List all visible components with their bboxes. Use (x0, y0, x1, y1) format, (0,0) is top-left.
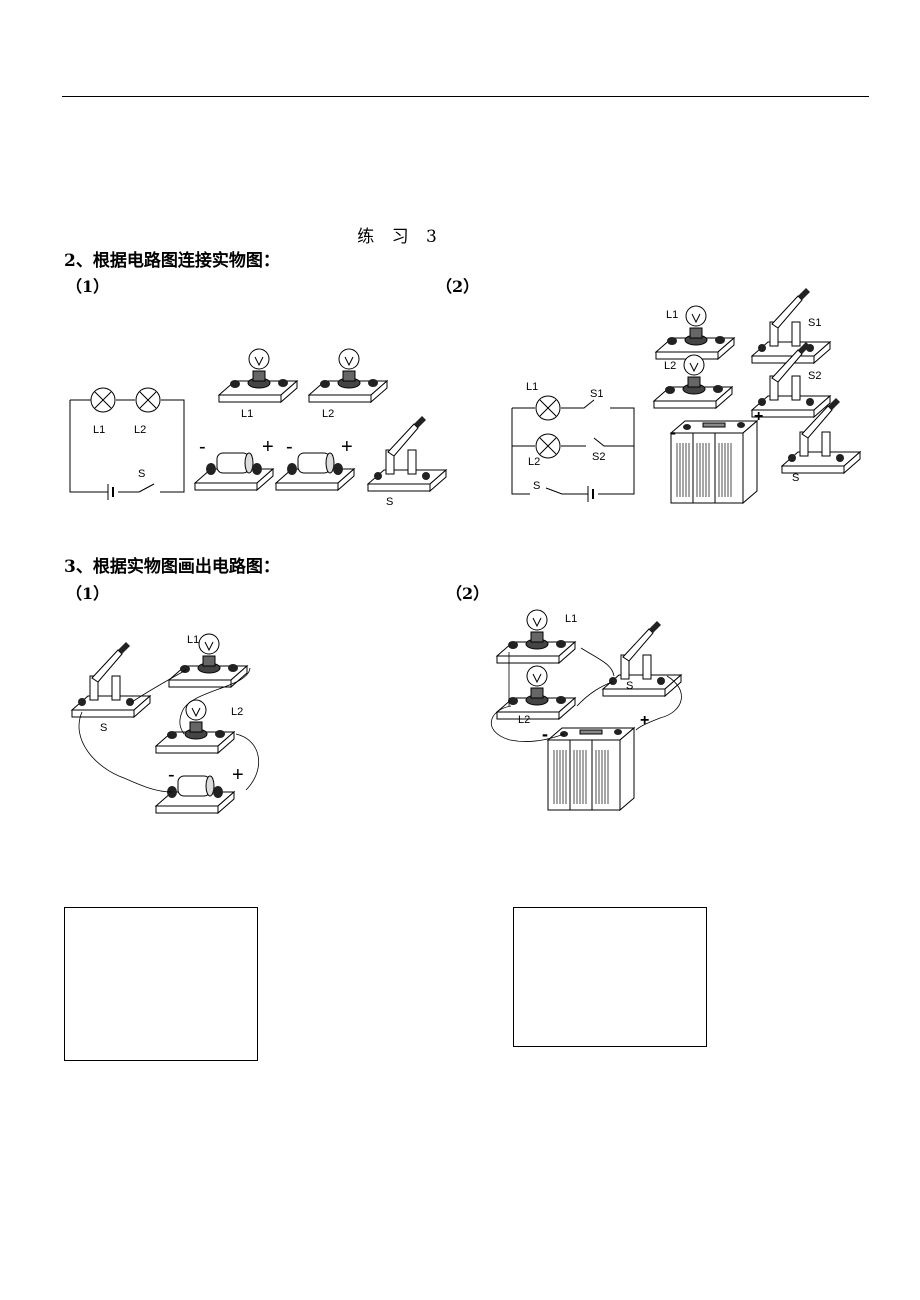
q2-2-diagram-s1-label: S1 (590, 388, 604, 400)
q3-2-component-s-label: S (626, 680, 634, 692)
q3-1-component-l1-label: L1 (187, 634, 200, 646)
q3-2-component-l1-label: L1 (565, 613, 578, 625)
q2-2-component-l1-label: L1 (666, 309, 679, 321)
q2-1-component-l1-label: L1 (241, 408, 254, 420)
question-3-part-2-label: （2） (446, 584, 490, 603)
q2-1-diagram-l2-label: L2 (134, 424, 147, 436)
q3-1-component-l2-label: L2 (231, 706, 244, 718)
page-title: 练 习 3 (357, 227, 443, 247)
q2-2-diagram-s2-label: S2 (592, 451, 606, 463)
q2-1-cell-1-plus-label: + (262, 436, 274, 458)
q3-1-component-s-label: S (100, 722, 108, 734)
q3-1-cell-plus-label: + (232, 764, 244, 786)
question-3-heading: 3、根据实物图画出电路图： (64, 557, 280, 577)
q2-1-component-s-label: S (386, 496, 394, 508)
q2-2-component-s-label: S (792, 472, 800, 484)
q2-2-battery-plus-label: + (754, 408, 764, 425)
q2-1-diagram-s-label: S (138, 468, 146, 480)
q2-1-component-l2-label: L2 (322, 408, 335, 420)
answer-box-q3-2[interactable] (513, 907, 707, 1047)
q2-2-component-l2-label: L2 (664, 360, 677, 372)
q2-2-component-s2-label: S2 (808, 370, 822, 382)
q2-2-diagram-l1-label: L1 (526, 381, 539, 393)
q2-1-cell-2-plus-label: + (341, 436, 353, 458)
q2-1-cell-1-minus-label: - (199, 436, 206, 458)
q2-1-diagram-l1-label: L1 (93, 424, 106, 436)
question-3-part-1-label: （1） (66, 584, 110, 603)
header-rule (62, 96, 869, 97)
q3-2-battery-minus-label: - (542, 724, 548, 744)
question-2-part-2-label: （2） (436, 277, 480, 296)
q3-1-cell-minus-label: - (168, 764, 175, 786)
question-2-heading: 2、根据电路图连接实物图： (64, 251, 280, 271)
q2-2-diagram-s-label: S (533, 480, 541, 492)
q2-2-battery-minus-label: - (670, 422, 676, 442)
q3-2-battery-plus-label: + (640, 712, 650, 729)
q2-2-component-s1-label: S1 (808, 317, 822, 329)
q2-1-cell-2-minus-label: - (286, 436, 293, 458)
q3-2-component-l2-label: L2 (518, 714, 531, 726)
answer-box-q3-1[interactable] (64, 907, 258, 1061)
question-2-part-1-label: （1） (66, 277, 110, 296)
q2-2-diagram-l2-label: L2 (528, 456, 541, 468)
